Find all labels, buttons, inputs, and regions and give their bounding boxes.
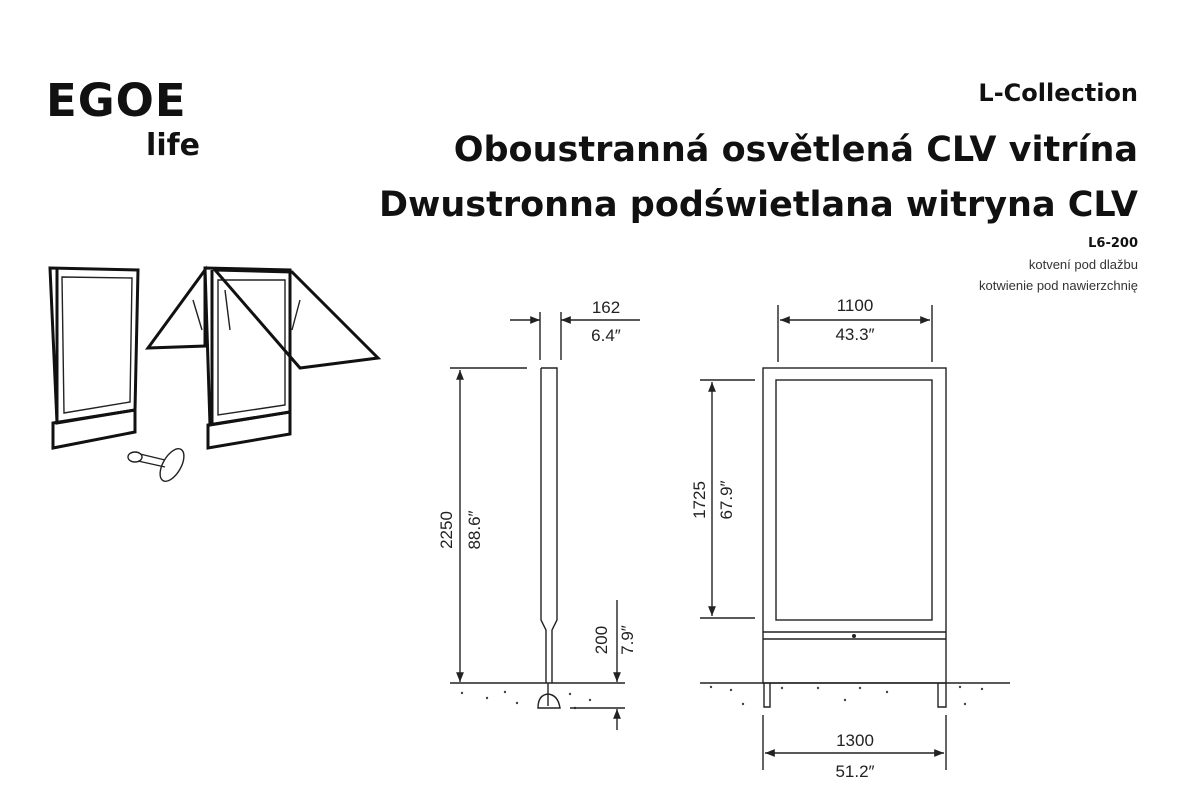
- cropped-bottom-edge: [0, 784, 1200, 800]
- front-view-drawing: 1100 43.3″ 1725 67.9″ 1300 51.2″: [690, 296, 1010, 781]
- egoe-logo: EGOE life: [46, 74, 200, 163]
- model-code: L6-200: [1088, 236, 1138, 251]
- panel-height-mm: 1725: [690, 481, 709, 519]
- anchor-mm: 200: [592, 626, 611, 654]
- key-illustration: [127, 448, 185, 482]
- logo-text: EGOE: [46, 74, 187, 127]
- logo-subtext: life: [146, 128, 200, 163]
- title-cz: Oboustranná osvětlená CLV vitrína: [454, 130, 1138, 170]
- collection-name: L-Collection: [978, 79, 1138, 107]
- anchoring-pl: kotwienie pod nawierzchnię: [979, 278, 1138, 293]
- closed-showcase-illustration: [48, 266, 140, 450]
- side-view-drawing: 162 6.4″ 2250 88.6″ 200 7.9″: [437, 298, 640, 730]
- anchoring-cz: kotvení pod dlažbu: [1029, 257, 1138, 272]
- total-width-in: 51.2″: [835, 762, 874, 781]
- title-pl: Dwustronna podświetlana witryna CLV: [379, 185, 1138, 225]
- panel-width-mm: 1100: [837, 296, 874, 315]
- height-mm: 2250: [437, 511, 456, 549]
- panel-height-in: 67.9″: [717, 480, 736, 519]
- open-showcase-illustration: [144, 265, 382, 450]
- anchor-in: 7.9″: [618, 625, 637, 655]
- panel-width-in: 43.3″: [835, 325, 874, 344]
- depth-mm: 162: [592, 298, 620, 317]
- height-in: 88.6″: [465, 510, 484, 549]
- total-width-mm: 1300: [836, 731, 874, 750]
- depth-in: 6.4″: [591, 326, 621, 345]
